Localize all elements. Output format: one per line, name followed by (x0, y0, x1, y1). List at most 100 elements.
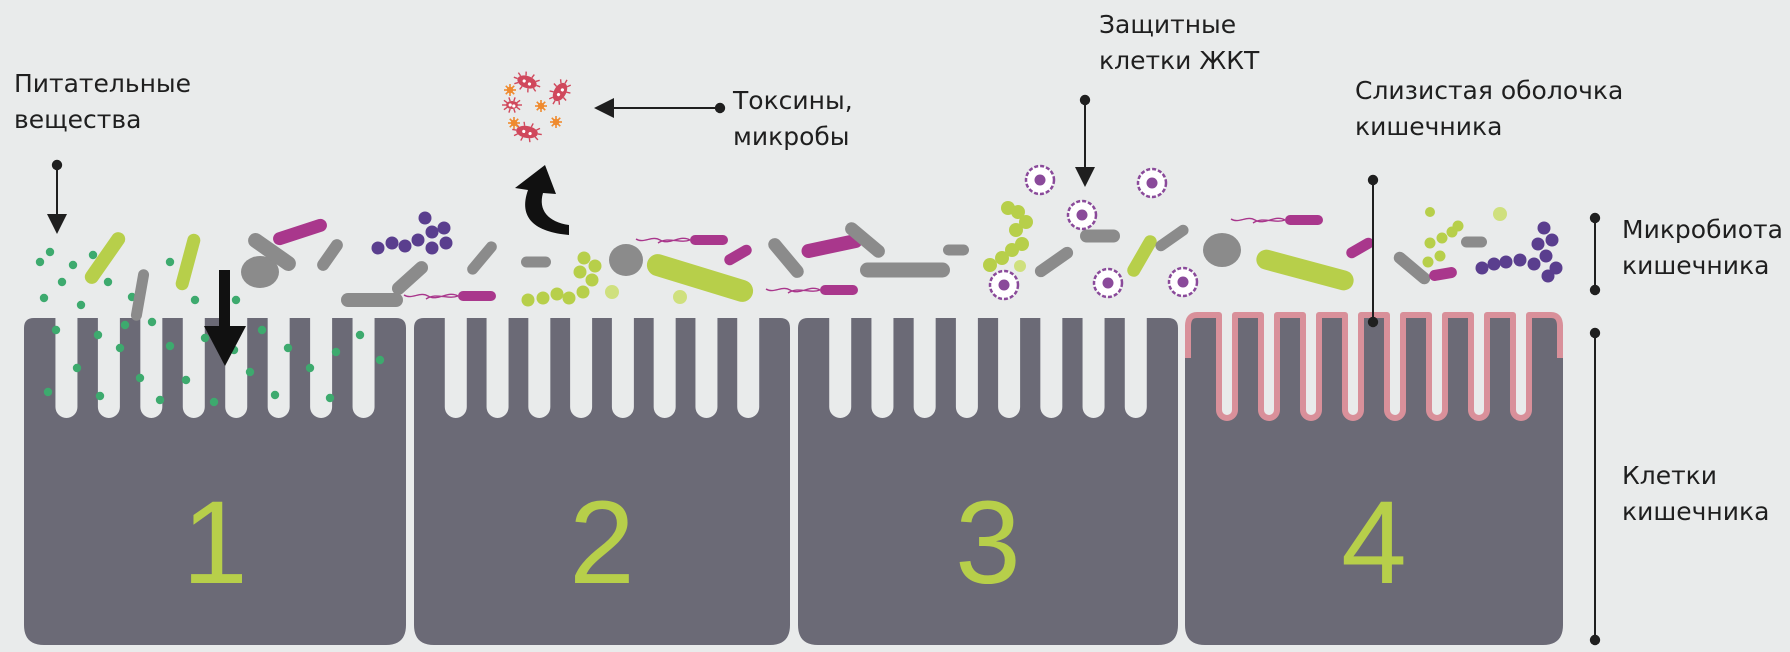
coccus (1546, 234, 1559, 247)
nutrient-dot (232, 296, 240, 304)
small-coccus (1425, 207, 1435, 217)
microbe-spike (536, 128, 540, 131)
bacterium-rod (943, 245, 969, 256)
nutrient-dot (166, 342, 174, 350)
defense-cell (1169, 268, 1197, 296)
label-microbiota-line1: Микробиота (1622, 212, 1783, 248)
bacterium-rod (174, 232, 202, 291)
microbe-spike (509, 97, 510, 101)
microbe-spike (531, 123, 533, 127)
nutrient-dot (69, 261, 77, 269)
coccus (577, 286, 590, 299)
bacterium-rod (1125, 233, 1159, 279)
coccus (537, 292, 550, 305)
microbe-spike (563, 98, 567, 101)
label-microbiota: Микробиота кишечника (1622, 212, 1783, 284)
microbe-spike (565, 80, 567, 83)
coccus (589, 260, 602, 273)
toxin-particle (535, 100, 547, 112)
green-cocci-chain (983, 201, 1033, 272)
bacterium-rod (1080, 230, 1120, 243)
defense-cell (1026, 166, 1054, 194)
nutrient-dot (121, 321, 129, 329)
microbe (545, 75, 575, 109)
coccus (1425, 238, 1436, 249)
bacterium-rod (860, 263, 950, 278)
label-defense-cells: Защитные клетки ЖКТ (1099, 7, 1259, 79)
coccus (440, 237, 453, 250)
label-cells-line1: Клетки (1622, 458, 1769, 494)
toxin-blocked-arrow (515, 165, 569, 235)
toxin-core (507, 87, 513, 93)
microbe-spike (520, 86, 522, 90)
coccus (1015, 237, 1029, 251)
label-microbiota-line2: кишечника (1622, 248, 1783, 284)
microbe-spike (514, 77, 518, 78)
microbe-spike (567, 84, 571, 88)
coccus (1435, 251, 1446, 262)
nutrient-dot (40, 294, 48, 302)
microbe-body (506, 101, 518, 109)
coccus (419, 212, 432, 225)
toxin-core (538, 103, 544, 109)
coccus (426, 242, 439, 255)
coccus (372, 242, 385, 255)
cell-number-3: 3 (955, 477, 1021, 609)
bacterium-rod (1153, 223, 1190, 254)
microbe-spike (509, 109, 510, 113)
label-toxins: Токсины, микробы (733, 83, 853, 155)
label-nutrients: Питательные вещества (14, 66, 191, 138)
bacterium-rod (1391, 249, 1432, 286)
defense-cell (1094, 269, 1122, 297)
nutrient-dot (136, 374, 144, 382)
bacterium-rod (271, 217, 328, 247)
coccus (1542, 270, 1555, 283)
nutrient-dot (201, 334, 209, 342)
nutrient-dot (356, 331, 364, 339)
coccus (426, 226, 439, 239)
nutrient-dot (96, 392, 104, 400)
bacterium-rod (1033, 244, 1076, 279)
small-coccus (1014, 260, 1026, 272)
toxin-particle (550, 116, 562, 128)
microbe-spike (527, 88, 529, 92)
flagellum-body (690, 235, 728, 245)
microbe-spike (557, 101, 561, 105)
microbe-spot (509, 103, 512, 106)
defense-cell (1068, 201, 1096, 229)
label-mucosa-line1: Слизистая оболочка (1355, 73, 1623, 109)
nutrient-dot (148, 318, 156, 326)
nutrient-dot (89, 251, 97, 259)
small-coccus (605, 285, 619, 299)
coccus (1514, 254, 1527, 267)
defense-cell-nucleus (1035, 175, 1046, 186)
microbiota-bacteria (82, 201, 1562, 322)
bacterium-rod (389, 258, 430, 297)
coccus (1532, 238, 1545, 251)
toxin-core (511, 120, 517, 126)
microbe-body (516, 73, 539, 91)
flagellated-bacterium (636, 235, 728, 245)
microbe-spike (514, 97, 515, 101)
microbe-spike (521, 137, 523, 141)
nutrient-dot (116, 344, 124, 352)
cell-number-2: 2 (569, 477, 635, 609)
coccus (1538, 222, 1551, 235)
flagellated-bacterium (404, 291, 496, 301)
label-toxins-line1: Токсины, (733, 83, 853, 119)
small-coccus (1493, 207, 1507, 221)
label-defense-line2: клетки ЖКТ (1099, 43, 1259, 79)
label-mucosa: Слизистая оболочка кишечника (1355, 73, 1623, 145)
bacterium-rod (82, 229, 128, 286)
coccus (1540, 250, 1553, 263)
bacterium-rod (1344, 236, 1375, 261)
label-nutrients-line2: вещества (14, 102, 191, 138)
bacterium-rod (722, 243, 753, 268)
nutrient-dot (104, 278, 112, 286)
flagella (404, 294, 458, 299)
coccus (563, 292, 576, 305)
coccus (578, 252, 591, 265)
flagella (1231, 218, 1285, 223)
microbe-spike (559, 79, 563, 83)
nutrient-dot (246, 368, 254, 376)
